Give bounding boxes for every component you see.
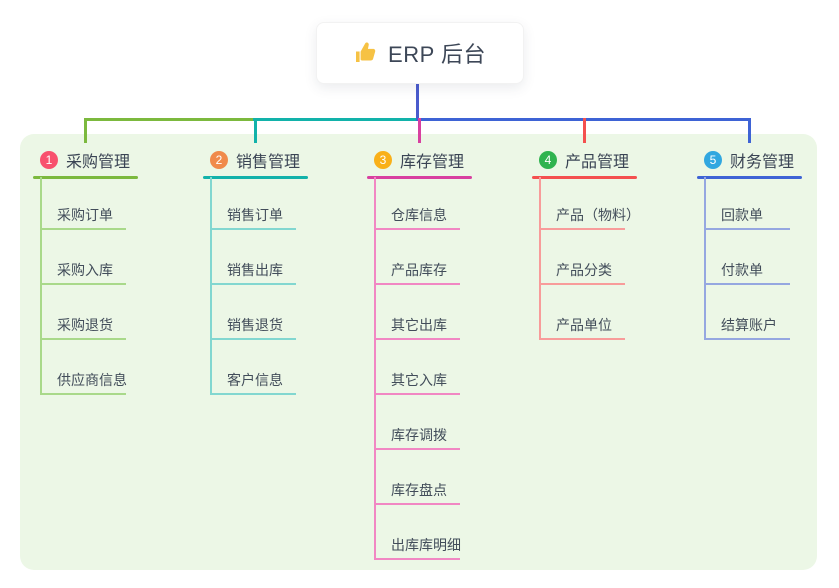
branches-panel — [20, 134, 817, 570]
tree-node[interactable]: 产品单位 — [556, 317, 612, 333]
tree-node-underline — [539, 283, 625, 285]
tree-node-underline — [210, 228, 296, 230]
tree-node-underline — [704, 283, 790, 285]
tree-node-underline — [374, 338, 460, 340]
tree-node[interactable]: 出库库明细 — [391, 537, 461, 553]
tree-node[interactable]: 销售订单 — [227, 207, 283, 223]
tree-node-underline — [374, 503, 460, 505]
tree-node-underline — [539, 228, 625, 230]
tree-node-underline — [704, 338, 790, 340]
tree-node-underline — [40, 228, 126, 230]
tree-node-underline — [374, 393, 460, 395]
tree-node[interactable]: 销售退货 — [227, 317, 283, 333]
connector-drop — [583, 118, 586, 143]
tree-node[interactable]: 客户信息 — [227, 372, 283, 388]
tree-node[interactable]: 产品库存 — [391, 262, 447, 278]
branch-header[interactable]: 1 采购管理 — [39, 148, 131, 172]
tree-node-underline — [374, 558, 460, 560]
branch-underline — [697, 176, 802, 179]
connector-drop — [418, 118, 421, 143]
root-label: ERP 后台 — [388, 42, 486, 67]
tree-node-underline — [539, 338, 625, 340]
tree-node[interactable]: 产品分类 — [556, 262, 612, 278]
branch-header[interactable]: 2 销售管理 — [209, 148, 301, 172]
tree-node[interactable]: 其它出库 — [391, 317, 447, 333]
tree-node[interactable]: 产品（物料） — [556, 207, 640, 223]
connector-segment — [84, 118, 255, 121]
branch-label: 库存管理 — [399, 154, 465, 171]
tree-node-underline — [40, 338, 126, 340]
branch-badge: 1 — [39, 151, 58, 169]
connector-segment — [253, 118, 418, 121]
tree-node[interactable]: 采购订单 — [57, 207, 113, 223]
branch-badge: 2 — [209, 151, 228, 169]
tree-node-underline — [210, 283, 296, 285]
tree-node[interactable]: 其它入库 — [391, 372, 447, 388]
branch-header[interactable]: 5 财务管理 — [703, 148, 795, 172]
branch-header[interactable]: 4 产品管理 — [538, 148, 630, 172]
tree-node-underline — [210, 393, 296, 395]
connector-drop — [254, 118, 257, 143]
branch-label: 销售管理 — [235, 154, 301, 171]
tree-node[interactable]: 回款单 — [721, 207, 763, 223]
tree-node[interactable]: 仓库信息 — [391, 207, 447, 223]
branch-label: 财务管理 — [729, 154, 795, 171]
branch-spine — [210, 177, 212, 395]
tree-node[interactable]: 付款单 — [721, 262, 763, 278]
tree-node-underline — [374, 283, 460, 285]
connector-trunk — [416, 82, 419, 121]
branch-spine — [374, 177, 376, 560]
branch-badge: 5 — [703, 151, 722, 169]
connector-drop — [84, 118, 87, 143]
branch-underline — [33, 176, 138, 179]
root-node[interactable]: ERP 后台 — [316, 22, 524, 84]
thumbs-up-icon — [354, 41, 378, 65]
tree-node-underline — [40, 283, 126, 285]
branch-badge: 3 — [373, 151, 392, 169]
tree-node[interactable]: 销售出库 — [227, 262, 283, 278]
branch-spine — [40, 177, 42, 395]
connector-drop — [748, 118, 751, 143]
tree-node[interactable]: 结算账户 — [721, 317, 777, 333]
tree-node-underline — [210, 338, 296, 340]
branch-badge: 4 — [538, 151, 557, 169]
tree-node[interactable]: 采购入库 — [57, 262, 113, 278]
branch-label: 采购管理 — [65, 154, 131, 171]
branch-spine — [539, 177, 541, 340]
branch-label: 产品管理 — [564, 154, 630, 171]
branch-underline — [203, 176, 308, 179]
tree-node-underline — [374, 228, 460, 230]
tree-node-underline — [374, 448, 460, 450]
branch-header[interactable]: 3 库存管理 — [373, 148, 465, 172]
tree-node[interactable]: 库存盘点 — [391, 482, 447, 498]
branch-underline — [367, 176, 472, 179]
branch-spine — [704, 177, 706, 340]
tree-node[interactable]: 采购退货 — [57, 317, 113, 333]
tree-node-underline — [40, 393, 126, 395]
tree-node-underline — [704, 228, 790, 230]
branch-underline — [532, 176, 637, 179]
tree-node[interactable]: 库存调拨 — [391, 427, 447, 443]
tree-node[interactable]: 供应商信息 — [57, 372, 127, 388]
